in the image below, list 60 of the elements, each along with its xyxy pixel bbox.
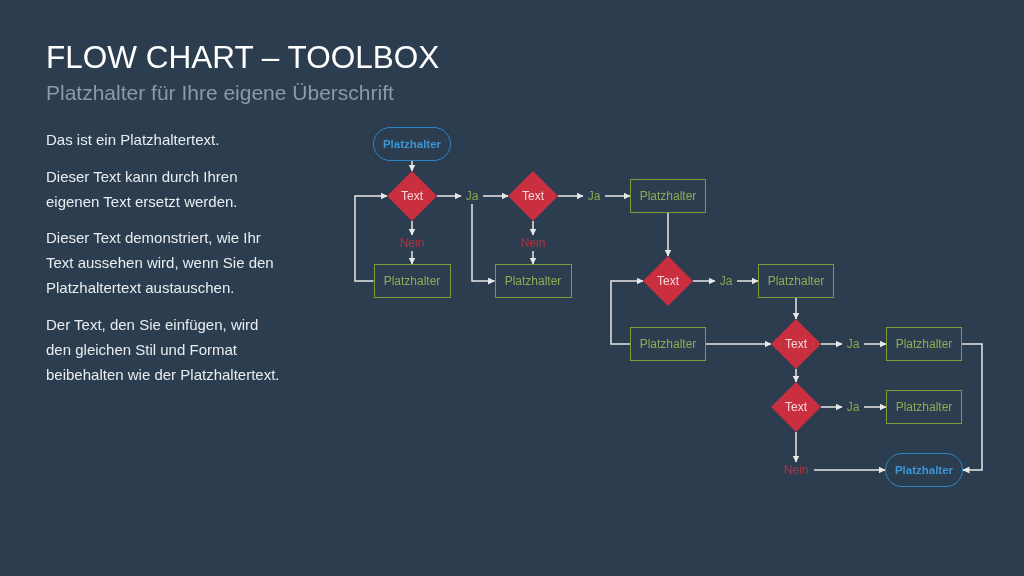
yes-label: Ja bbox=[715, 273, 737, 289]
connector-arrow bbox=[820, 340, 843, 348]
process-text: Platzhalter bbox=[639, 336, 697, 352]
body-paragraph: Dieser Text kann durch Ihren eigenen Text ersetzt werden. bbox=[46, 166, 239, 212]
terminal-text: Platzhalter bbox=[382, 136, 442, 152]
connector-arrow bbox=[354, 192, 388, 282]
connector-arrow bbox=[408, 220, 416, 236]
process-text: Platzhalter bbox=[767, 273, 825, 289]
connector-arrow bbox=[408, 250, 416, 265]
connector-arrow bbox=[557, 192, 584, 200]
slide-title: FLOW CHART – TOOLBOX bbox=[46, 38, 440, 77]
terminal-text: Platzhalter bbox=[894, 462, 954, 478]
connector-arrow bbox=[529, 220, 537, 236]
process-box bbox=[373, 264, 451, 298]
connector-arrow bbox=[961, 343, 983, 474]
connector-arrow bbox=[736, 277, 759, 285]
body-paragraph: Dieser Text demonstriert, wie Ihr Text aussehen wird, wenn Sie den Platzhaltertext austauschen. bbox=[46, 228, 275, 298]
slide-subtitle: Platzhalter für Ihre eigene Überschrift bbox=[46, 80, 394, 106]
connector-arrow bbox=[820, 403, 843, 411]
no-label: Nein bbox=[515, 235, 551, 251]
connector-arrow bbox=[692, 277, 716, 285]
decision-text: Text bbox=[522, 188, 544, 204]
decision-text: Text bbox=[657, 273, 679, 289]
connector-arrow bbox=[792, 431, 800, 463]
no-label: Nein bbox=[778, 462, 814, 478]
connector-arrow bbox=[471, 203, 496, 285]
connector-arrow bbox=[529, 250, 537, 265]
process-text: Platzhalter bbox=[504, 273, 562, 289]
body-paragraph: Der Text, den Sie einfügen, wird den gleichen Stil und Format beibehalten wie der Platzhaltertext. bbox=[46, 314, 281, 385]
connector-arrow bbox=[792, 368, 800, 383]
process-text: Platzhalter bbox=[895, 336, 953, 352]
no-label: Nein bbox=[394, 235, 430, 251]
process-text: Platzhalter bbox=[895, 399, 953, 415]
process-box bbox=[630, 179, 706, 213]
process-text: Platzhalter bbox=[383, 273, 441, 289]
connector-arrow bbox=[604, 192, 631, 200]
connector-arrow bbox=[813, 466, 886, 474]
process-box bbox=[494, 264, 572, 298]
connector-arrow bbox=[408, 160, 416, 172]
connector-arrow bbox=[482, 192, 509, 200]
decision-text: Text bbox=[785, 399, 807, 415]
connector-arrow bbox=[863, 403, 887, 411]
connector-arrow bbox=[610, 277, 644, 345]
yes-label: Ja bbox=[583, 188, 605, 204]
connector-arrow bbox=[664, 212, 672, 257]
connector-arrow bbox=[705, 340, 772, 348]
process-box bbox=[886, 390, 962, 424]
yes-label: Ja bbox=[842, 336, 864, 352]
process-box bbox=[630, 327, 706, 361]
process-text: Platzhalter bbox=[639, 188, 697, 204]
yes-label: Ja bbox=[842, 399, 864, 415]
process-box bbox=[758, 264, 834, 298]
decision-text: Text bbox=[785, 336, 807, 352]
yes-label: Ja bbox=[461, 188, 483, 204]
body-paragraph: Das ist ein Platzhaltertext. bbox=[46, 130, 221, 150]
connector-arrow bbox=[863, 340, 887, 348]
connector-arrow bbox=[792, 297, 800, 320]
connector-arrow bbox=[436, 192, 462, 200]
process-box bbox=[886, 327, 962, 361]
decision-text: Text bbox=[401, 188, 423, 204]
